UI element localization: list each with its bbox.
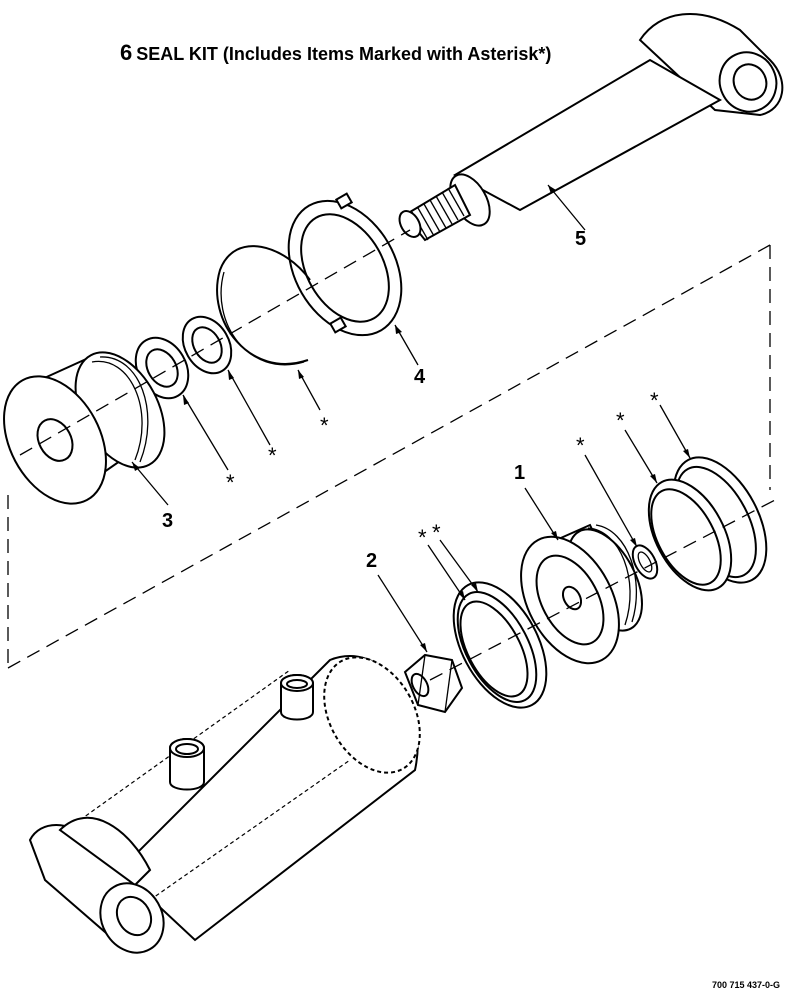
callout-2: 2 — [366, 550, 378, 572]
seal-kit-item-number: 6 — [120, 40, 133, 65]
figure-code: 700 715 437-0-G — [711, 980, 780, 990]
asterisk-double-a: * — [418, 525, 427, 550]
asterisk-ring-b: * — [650, 388, 659, 413]
callout-5: 5 — [575, 228, 587, 250]
rod-assembly — [398, 13, 784, 242]
large-seal-rings — [647, 456, 768, 592]
asterisk-seal-a: * — [268, 443, 277, 468]
piston-seal-rings — [452, 581, 548, 709]
callout-1: 1 — [514, 462, 526, 484]
cylinder-barrel — [28, 655, 421, 954]
callout-4: 4 — [414, 366, 426, 388]
callout-3: 3 — [162, 510, 174, 532]
o-ring — [631, 544, 659, 580]
asterisk-o-ring: * — [576, 433, 585, 458]
gland — [3, 351, 166, 505]
assembly-frame — [7, 244, 771, 669]
centerline-upper — [19, 229, 411, 456]
leader-lines — [131, 184, 691, 653]
asterisk-snap-ring: * — [320, 413, 329, 438]
seal-kit-title-text: SEAL KIT (Includes Items Marked with Ast… — [136, 44, 552, 64]
piston — [520, 523, 643, 665]
asterisk-ring-a: * — [616, 408, 625, 433]
asterisk-seal-b: * — [226, 470, 235, 495]
snap-ring — [216, 245, 311, 366]
asterisk-double-b: * — [432, 520, 441, 545]
